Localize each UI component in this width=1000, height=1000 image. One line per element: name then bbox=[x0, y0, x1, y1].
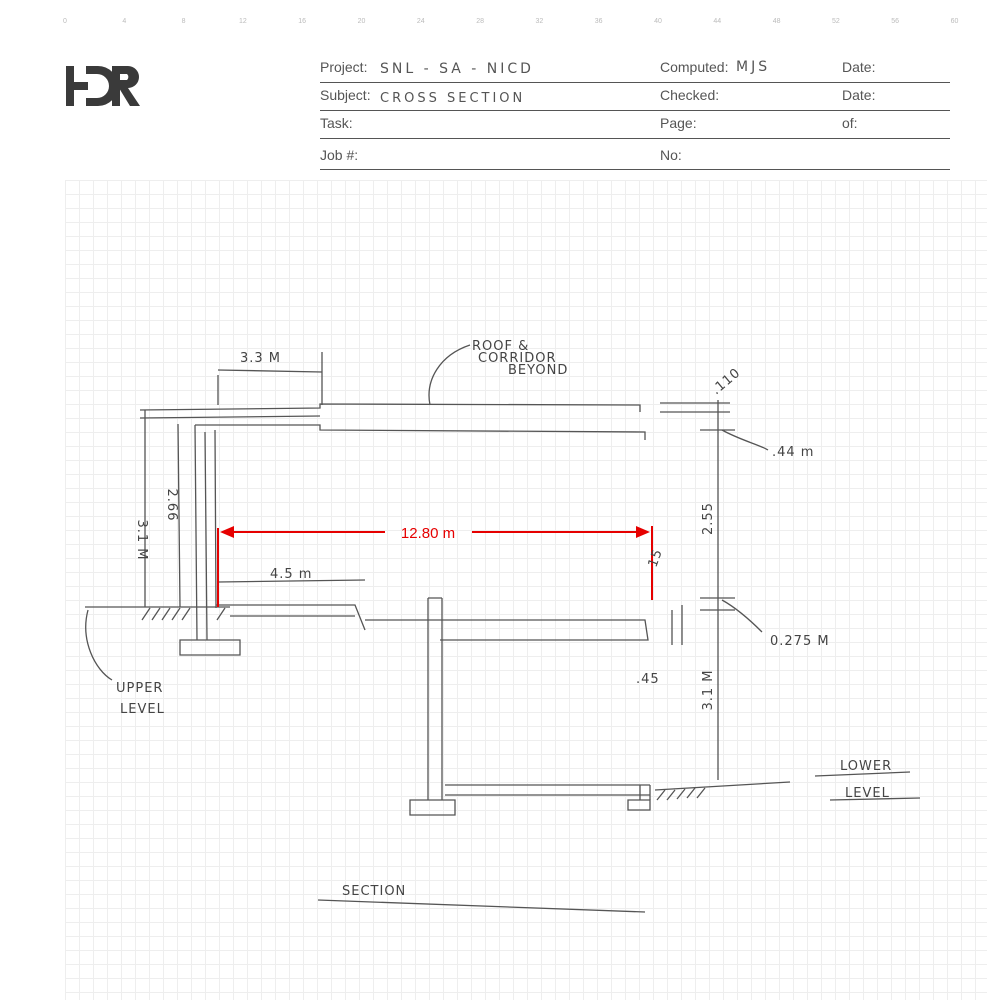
section-title: SECTION bbox=[342, 884, 406, 899]
title-block: Project: SNL - SA - NICD Computed: MJS D… bbox=[320, 55, 950, 170]
roof-note: ROOF & bbox=[472, 339, 529, 354]
project-value: SNL - SA - NICD bbox=[380, 61, 534, 77]
ruler-tick-label: 16 bbox=[298, 18, 307, 25]
task-label: Task: bbox=[320, 115, 353, 131]
computed-value: MJS bbox=[736, 59, 771, 75]
dim-slab-thk: .45 bbox=[636, 672, 660, 687]
tb-row-project: Project: SNL - SA - NICD Computed: MJS D… bbox=[320, 55, 950, 83]
dim-upper-slab: 4.5 m bbox=[270, 567, 312, 582]
dim-roof-depth: .44 m bbox=[772, 445, 814, 460]
subject-label: Subject: bbox=[320, 87, 371, 103]
dim-right-height: 2.55 bbox=[701, 502, 716, 535]
lower-level-label: LOWER bbox=[840, 759, 892, 774]
ruler-tick-label: 28 bbox=[476, 18, 484, 25]
date-label: Date: bbox=[842, 87, 876, 103]
tb-row-task: Task: Page: of: bbox=[320, 111, 950, 139]
dim-step: 0.275 M bbox=[770, 634, 830, 649]
ruler-tick-label: 8 bbox=[181, 18, 186, 25]
arrow-right-icon bbox=[636, 526, 650, 538]
upper-level-label: LEVEL bbox=[120, 702, 165, 717]
ruler-tick-label: 52 bbox=[831, 18, 840, 25]
dim-lower-height: 3.1 M bbox=[701, 669, 716, 710]
tb-row-subject: Subject: CROSS SECTION Checked: Date: bbox=[320, 83, 950, 111]
ruler-tick-label: 60 bbox=[950, 18, 959, 25]
dim-small: 15 bbox=[646, 547, 666, 570]
checked-label: Checked: bbox=[660, 87, 720, 103]
computed-label: Computed: bbox=[660, 59, 729, 75]
ruler-tick-label: 4 bbox=[122, 18, 127, 25]
dim-left-height: 3.1 M bbox=[134, 519, 149, 560]
span-label: 12.80 m bbox=[401, 525, 455, 542]
ruler-tick-label: 56 bbox=[891, 18, 900, 25]
tb-row-job: Job #: No: bbox=[320, 139, 950, 170]
dim-left-inner: 2.66 bbox=[164, 489, 179, 522]
ruler-tick-label: 32 bbox=[535, 18, 544, 25]
date-label: Date: bbox=[842, 59, 876, 75]
arrow-left-icon bbox=[220, 526, 234, 538]
span-dimension bbox=[217, 526, 653, 607]
ruler-tick-label: 36 bbox=[594, 18, 603, 25]
subject-value: CROSS SECTION bbox=[380, 91, 526, 106]
roof-note: BEYOND bbox=[508, 363, 568, 378]
project-label: Project: bbox=[320, 59, 368, 75]
dim-roof-thk: .110 bbox=[709, 365, 744, 398]
ruler-tick-label: 20 bbox=[357, 18, 366, 25]
ruler-tick-label: 44 bbox=[713, 18, 722, 25]
ruler-tick-label: 40 bbox=[654, 18, 662, 25]
hdr-logo bbox=[66, 66, 140, 106]
ruler-tick-label: 48 bbox=[772, 18, 781, 25]
upper-level-label: UPPER bbox=[116, 681, 163, 696]
no-label: No: bbox=[660, 147, 682, 163]
job-label: Job #: bbox=[320, 147, 359, 163]
ruler-tick-label: 24 bbox=[416, 18, 425, 25]
of-label: of: bbox=[842, 115, 858, 131]
lower-level-label: LEVEL bbox=[845, 786, 890, 801]
roof-note: CORRIDOR bbox=[478, 351, 556, 366]
page-label: Page: bbox=[660, 115, 697, 131]
ruler-tick-label: 0 bbox=[63, 18, 67, 25]
ruler-tick-label: 12 bbox=[238, 18, 247, 25]
dim-top-width: 3.3 M bbox=[240, 351, 281, 366]
